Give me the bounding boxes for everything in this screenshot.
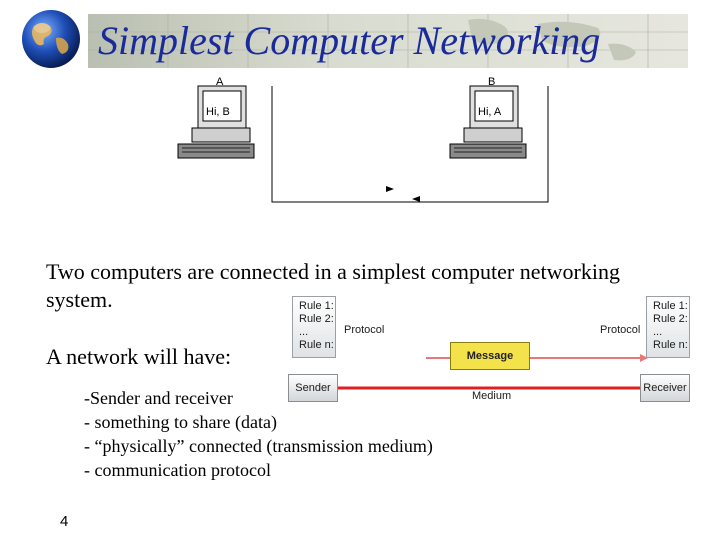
computer-a-label: A bbox=[216, 76, 224, 88]
list-item: - “physically” connected (transmission m… bbox=[84, 436, 433, 456]
rule-item: Rule 1: bbox=[299, 300, 334, 312]
list-item: - something to share (data) bbox=[84, 412, 277, 432]
rule-item: Rule n: bbox=[299, 339, 334, 351]
computer-a-screen-text: Hi, B bbox=[206, 106, 230, 118]
globe-icon bbox=[22, 10, 80, 68]
medium-label: Medium bbox=[472, 390, 512, 402]
list-item: -Sender and receiver bbox=[84, 388, 233, 408]
message-box: Message bbox=[450, 342, 530, 370]
computer-b-label: B bbox=[488, 76, 496, 88]
network-figure: A B Hi, B Hi, A bbox=[172, 76, 552, 204]
protocol-diagram: Rule 1: Rule 2: ... Rule n: Rule 1: Rule… bbox=[286, 292, 696, 408]
rule-item: Rule 1: bbox=[653, 300, 688, 312]
rule-item: ... bbox=[299, 326, 309, 338]
network-heading: A network will have: bbox=[46, 344, 232, 369]
computer-b-screen-text: Hi, A bbox=[478, 106, 502, 118]
rule-item: Rule n: bbox=[653, 339, 688, 351]
list-item: - communication protocol bbox=[84, 460, 271, 480]
computer-b-icon bbox=[449, 85, 527, 159]
slide-title: Simplest Computer Networking bbox=[98, 18, 601, 63]
computer-a-icon bbox=[177, 85, 255, 159]
rule-item: ... bbox=[653, 326, 663, 338]
rule-item: Rule 2: bbox=[299, 313, 334, 325]
protocol-label-left: Protocol bbox=[344, 324, 385, 336]
rule-item: Rule 2: bbox=[653, 313, 688, 325]
sender-box: Sender bbox=[288, 374, 338, 402]
world-map-background bbox=[88, 14, 688, 68]
description-text: Two computers are connected in a simples… bbox=[46, 259, 620, 312]
network-drawing bbox=[177, 85, 549, 203]
receiver-rules-box: Rule 1: Rule 2: ... Rule n: bbox=[646, 296, 690, 358]
receiver-box: Receiver bbox=[640, 374, 690, 402]
sender-rules-box: Rule 1: Rule 2: ... Rule n: bbox=[292, 296, 336, 358]
protocol-label-right: Protocol bbox=[600, 324, 641, 336]
requirements-list: -Sender and receiver - something to shar… bbox=[84, 386, 433, 482]
title-banner bbox=[88, 14, 688, 68]
page-number: 4 bbox=[60, 513, 69, 530]
